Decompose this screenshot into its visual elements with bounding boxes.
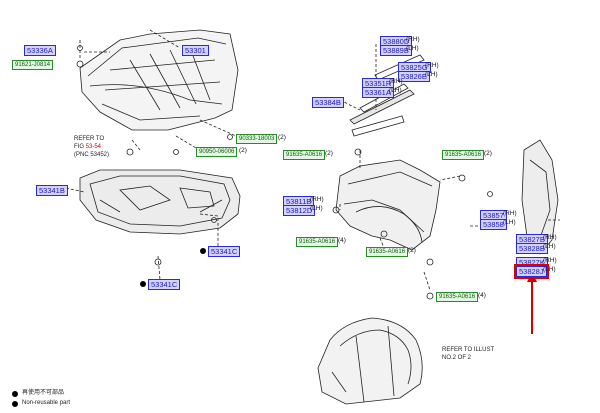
part-90333-18003[interactable]: 90333-18003 — [236, 134, 278, 144]
part-53361A-sfx: (LH) — [389, 87, 402, 94]
part-53825G-sfx: (RH) — [425, 62, 439, 69]
part-53341C-2[interactable]: 53341C — [148, 279, 181, 290]
part-91635-A0616-e-qty: (4) — [478, 292, 486, 299]
part-53828B[interactable]: 53828B — [516, 243, 548, 254]
part-91635-A0616-d-qty: (2) — [408, 247, 416, 254]
legend-en: Non-reusable part — [22, 400, 71, 406]
part-53857-sfx: (RH) — [503, 210, 517, 217]
part-91621-J0814[interactable]: 91621-J0814 — [12, 60, 54, 70]
part-53812D[interactable]: 53812D — [283, 205, 316, 216]
refer-illust-line1: REFER TO ILLUST — [442, 347, 495, 353]
refer-fig-line1: REFER TO — [74, 136, 105, 142]
part-53361A[interactable]: 53361A — [362, 87, 394, 98]
refer-fig-line3: (PNC 53452) — [74, 152, 110, 158]
part-91635-A0616-e[interactable]: 91635-A0616 — [436, 292, 479, 302]
part-53858[interactable]: 53858 — [480, 219, 507, 230]
part-53811B-sfx: (RH) — [310, 196, 324, 203]
part-53301[interactable]: 53301 — [182, 45, 209, 56]
part-53828J-highlighted[interactable]: 53828J — [514, 264, 549, 279]
part-90950-06006[interactable]: 90950-06006 — [196, 147, 238, 157]
part-91635-A0616-d[interactable]: 91635-A0616 — [366, 247, 409, 257]
part-90950-06006-qty: (2) — [239, 147, 247, 154]
part-53336A[interactable]: 53336A — [24, 45, 56, 56]
part-53828B-sfx: (LH) — [543, 243, 556, 250]
fender-drawing — [335, 159, 441, 251]
part-53384B[interactable]: 53384B — [312, 97, 344, 108]
part-91635-A0616-c[interactable]: 91635-A0616 — [296, 237, 339, 247]
hood-drawing — [79, 29, 239, 131]
refer-illust-line2: NO.2 OF 2 — [442, 355, 472, 361]
part-53889B[interactable]: 53889B — [380, 45, 412, 56]
part-53826E[interactable]: 53826E — [398, 71, 430, 82]
part-53341C-1[interactable]: 53341C — [208, 246, 241, 257]
part-53858-sfx: (LH) — [503, 219, 516, 226]
part-53827B-sfx: (RH) — [543, 234, 557, 241]
part-53827K-sfx: (RH) — [543, 257, 557, 264]
non-reusable-mark — [200, 248, 206, 254]
part-53826E-sfx: (LH) — [425, 71, 438, 78]
part-91635-A0616-b-qty: (2) — [484, 150, 492, 157]
highlight-arrow — [527, 272, 537, 334]
refer-fig-link[interactable]: 53-54 — [85, 144, 102, 150]
hood-insulator-drawing — [79, 169, 241, 235]
part-91635-A0616-c-qty: (4) — [338, 237, 346, 244]
part-53341B[interactable]: 53341B — [36, 185, 68, 196]
refer-fig-word: FIG — [74, 144, 84, 150]
legend-jp: 再使用不可部品 — [22, 390, 65, 396]
part-91635-A0616-b[interactable]: 91635-A0616 — [442, 150, 485, 160]
part-90333-18003-qty: (2) — [278, 134, 286, 141]
part-53351R-sfx: (RH) — [389, 78, 403, 85]
part-91635-A0616-a-qty: (2) — [325, 150, 333, 157]
legend-bullet-en — [12, 401, 18, 407]
legend-bullet-jp — [12, 391, 18, 397]
part-53889B-sfx: (LH) — [406, 45, 419, 52]
part-53828J-sfx: (LH) — [543, 266, 556, 273]
non-reusable-mark — [140, 281, 146, 287]
part-91635-A0616-a[interactable]: 91635-A0616 — [283, 150, 326, 160]
side-panel-drawing — [521, 139, 559, 255]
part-53812D-sfx: (LH) — [310, 205, 323, 212]
refer-fig-line2: FIG 53-54 — [74, 144, 101, 151]
fender-liner-drawing — [317, 317, 423, 405]
part-53880D-sfx: (RH) — [406, 36, 420, 43]
